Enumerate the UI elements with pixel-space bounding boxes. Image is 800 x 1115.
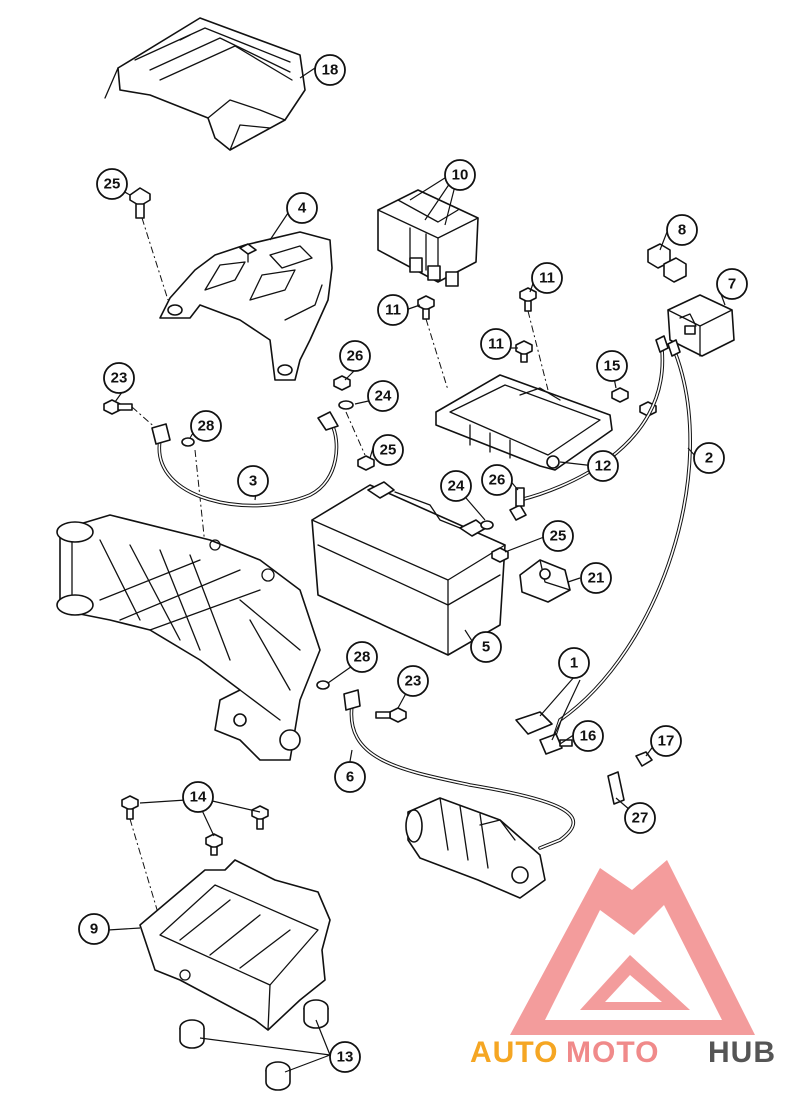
watermark-logo: AUTO MOTO HUB [470,860,776,1069]
callout-5: 5 [470,631,502,663]
callout-11b: 11 [377,294,409,326]
callouts: 18 25 4 10 8 7 11 11 11 15 26 24 23 28 2… [78,54,748,1073]
callout-4: 4 [286,192,318,224]
callout-15-label: 15 [604,358,621,375]
callout-26: 25 [96,168,128,200]
callout-5-label: 5 [482,639,490,656]
watermark-moto: MOTO [566,1036,659,1069]
callout-24a: 26 [339,340,371,372]
callout-2-label: 2 [705,450,713,467]
part-18-cover [104,17,306,151]
callout-7-label: 7 [728,276,736,293]
callout-25b: 25 [542,520,574,552]
callout-23b-label: 23 [405,673,422,690]
callout-13: 13 [329,1041,361,1073]
callout-14: 14 [182,781,214,813]
callout-4-label: 4 [298,200,307,217]
callout-28a: 28 [190,410,222,442]
part-23-28-upper [103,399,206,546]
callout-8-label: 8 [678,222,686,239]
part-8-fuses [647,243,687,283]
callout-17: 17 [650,725,682,757]
callout-11a: 11 [531,262,563,294]
part-1-16-cable-end [515,711,573,755]
callout-9: 9 [78,913,110,945]
part-24-22-25-lower [480,487,527,563]
callout-22b-label: 24 [448,478,465,495]
callout-6-label: 6 [346,769,354,786]
callout-15: 15 [596,350,628,382]
part-7-starter-relay [667,294,735,357]
part-3-cable [151,411,339,508]
callout-1-label: 1 [570,655,578,672]
part-13-rubber-mounts [179,999,329,1091]
part-11-bolts [417,287,549,391]
callout-28b: 28 [346,641,378,673]
callout-10-label: 10 [452,167,469,184]
callout-2: 2 [693,442,725,474]
callout-23a-label: 23 [111,370,128,387]
callout-25a: 25 [372,434,404,466]
callout-3-label: 3 [249,473,257,490]
callout-28b-label: 28 [354,649,371,666]
watermark-triangle-mark [510,860,755,1035]
part-4-bracket [159,231,333,381]
part-10-relay-block [377,189,479,287]
callout-10: 10 [444,159,476,191]
callout-26-label: 25 [104,176,121,193]
callout-11c-label: 11 [488,336,504,353]
frame [56,514,321,761]
callout-24b-label: 26 [489,472,506,489]
callout-7: 7 [716,268,748,300]
callout-3: 3 [237,465,269,497]
part-24-22-25-upper [333,375,375,471]
part-9-battery-tray [139,859,331,1031]
callout-25b-label: 25 [550,528,567,545]
callout-22b: 24 [440,470,472,502]
part-21-terminal-cover [519,559,571,603]
watermark-hub: HUB [708,1036,776,1069]
callout-9-label: 9 [90,921,98,938]
callout-18: 18 [314,54,346,86]
callout-6: 6 [334,761,366,793]
callout-17-label: 17 [658,733,675,750]
callout-14-label: 14 [190,789,207,806]
callout-27-label: 27 [632,810,649,827]
callout-24a-label: 26 [347,348,364,365]
callout-22a: 24 [367,380,399,412]
callout-12: 12 [587,450,619,482]
callout-22a-label: 24 [375,388,392,405]
callout-11a-label: 11 [539,270,555,287]
watermark-auto: AUTO [470,1036,558,1069]
callout-11c: 11 [480,328,512,360]
callout-27: 27 [624,802,656,834]
callout-28a-label: 28 [198,418,215,435]
starter-motor [405,797,546,899]
part-26-bolt [129,187,169,301]
part-2-cable [518,335,692,737]
callout-21-label: 21 [588,570,605,587]
callout-23b: 23 [397,665,429,697]
callout-12-label: 12 [595,458,612,475]
callout-8: 8 [666,214,698,246]
callout-23a: 23 [103,362,135,394]
callout-25a-label: 25 [380,442,397,459]
callout-16-label: 16 [580,728,597,745]
part-28-23-lower [316,680,407,723]
callout-24b: 26 [481,464,513,496]
callout-1: 1 [558,647,590,679]
part-6-cable [343,689,576,850]
part-5-battery [311,481,506,656]
callout-13-label: 13 [337,1049,354,1066]
callout-18-label: 18 [322,62,339,79]
callout-11b-label: 11 [385,302,401,319]
callout-21: 21 [580,562,612,594]
part-12-holder [435,374,613,471]
callout-16: 16 [572,720,604,752]
part-17-27 [607,751,653,805]
